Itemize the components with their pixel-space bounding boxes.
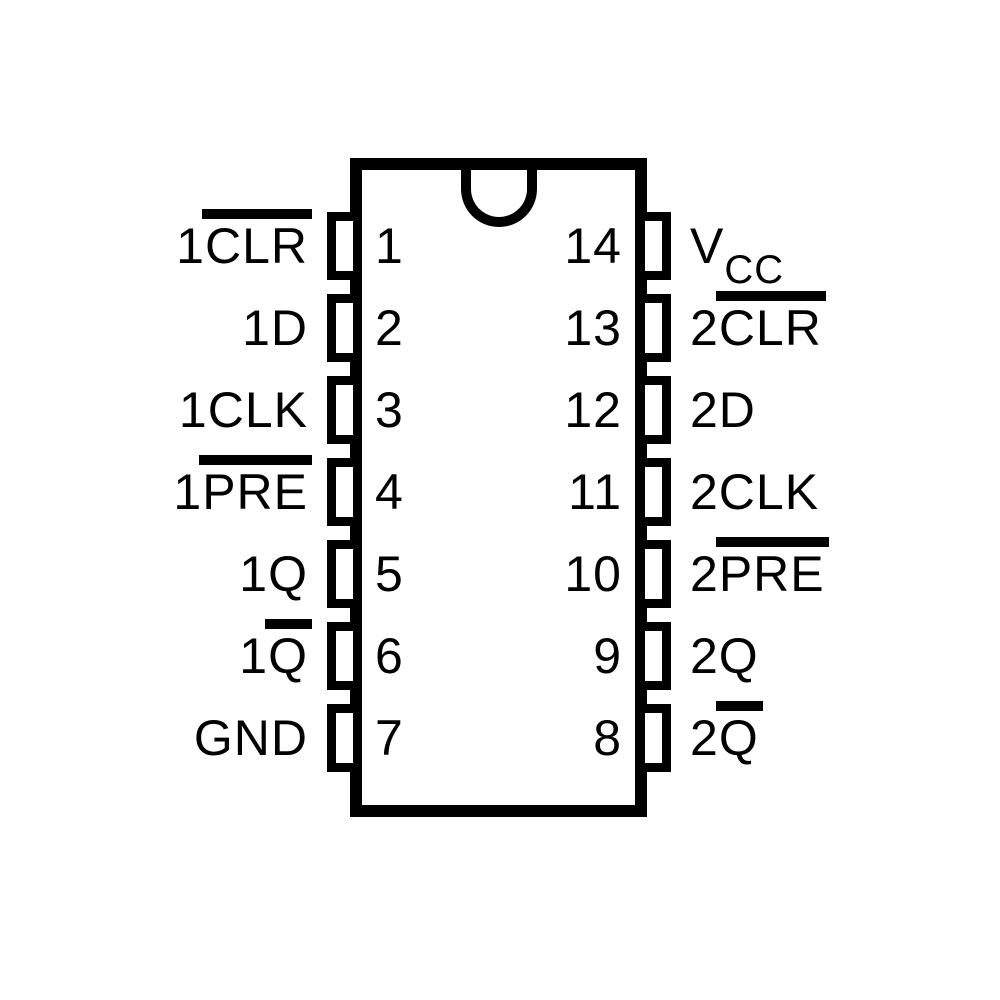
pin-5-label: 1Q — [239, 544, 308, 604]
pin-1-label-segment-1: CLR — [201, 209, 313, 274]
pin-11-label: 2CLK — [690, 462, 819, 522]
pin-2-label: 1D — [242, 298, 308, 358]
pin-14-label-segment-1: CC — [724, 248, 785, 292]
pin-6-number: 6 — [375, 628, 404, 684]
pin-13-label-segment-0: 2 — [690, 300, 719, 356]
pin-1-lead — [327, 212, 362, 280]
pin-7-label-segment-0: GND — [193, 710, 308, 766]
pin-4-label-segment-0: 1 — [173, 464, 203, 520]
pin-5-number: 5 — [375, 546, 404, 602]
pin-10-lead — [636, 540, 671, 608]
pin-1-label: 1CLR — [176, 209, 313, 276]
pin-8-label-segment-0: 2 — [690, 710, 719, 766]
pin-3-label-segment-0: 1CLK — [178, 382, 308, 438]
pin-6-lead — [327, 622, 362, 690]
pin-7-lead — [327, 704, 362, 772]
pin-7-label: GND — [194, 708, 308, 768]
pin-2-label-segment-0: 1D — [242, 300, 308, 356]
pin-11-lead — [636, 458, 671, 526]
pin-13-label: 2CLR — [690, 291, 826, 358]
pin-13-label-segment-1: CLR — [715, 291, 826, 356]
pin-5-lead — [327, 540, 362, 608]
pin-7-number: 7 — [375, 710, 404, 766]
pin-4-lead — [327, 458, 362, 526]
pin-14-label: VCC — [690, 216, 784, 292]
pin-8-label-segment-1: Q — [715, 701, 763, 766]
pin-6-label-segment-1: Q — [265, 619, 312, 684]
pin-1-number: 1 — [375, 218, 404, 274]
pin-6-label: 1Q — [239, 619, 312, 686]
pin-3-number: 3 — [375, 382, 404, 438]
pin-1-label-segment-0: 1 — [176, 218, 205, 274]
pin-6-label-segment-0: 1 — [239, 628, 269, 684]
pin-9-number: 9 — [593, 628, 622, 684]
pin-4-number: 4 — [375, 464, 404, 520]
pin-11-label-segment-0: 2CLK — [690, 464, 820, 520]
pin-14-lead — [636, 212, 671, 280]
pin-8-label: 2Q — [690, 701, 763, 768]
pin-10-number: 10 — [564, 546, 622, 602]
pin-14-label-segment-0: V — [690, 218, 725, 274]
pin-12-number: 12 — [564, 382, 622, 438]
pin-13-number: 13 — [564, 300, 622, 356]
pin-12-label-segment-0: 2D — [690, 382, 756, 438]
pin-11-number: 11 — [568, 464, 622, 520]
pin-2-lead — [327, 294, 362, 362]
pin-12-label: 2D — [690, 380, 756, 440]
pin-3-label: 1CLK — [179, 380, 308, 440]
pin-10-label: 2PRE — [690, 537, 829, 604]
pin-9-label-segment-0: 2Q — [690, 628, 759, 684]
pin-8-number: 8 — [593, 710, 622, 766]
pin-4-label: 1PRE — [173, 455, 312, 522]
pin-5-label-segment-0: 1Q — [239, 546, 308, 602]
pin-3-lead — [327, 376, 362, 444]
pin-12-lead — [636, 376, 671, 444]
pin-2-number: 2 — [375, 300, 404, 356]
pin-8-lead — [636, 704, 671, 772]
pin-4-label-segment-1: PRE — [199, 455, 312, 520]
pin-10-label-segment-0: 2 — [690, 546, 719, 602]
pin-14-number: 14 — [564, 218, 622, 274]
pin-13-lead — [636, 294, 671, 362]
pin-9-lead — [636, 622, 671, 690]
pin-9-label: 2Q — [690, 626, 759, 686]
pin-10-label-segment-1: PRE — [715, 537, 829, 602]
